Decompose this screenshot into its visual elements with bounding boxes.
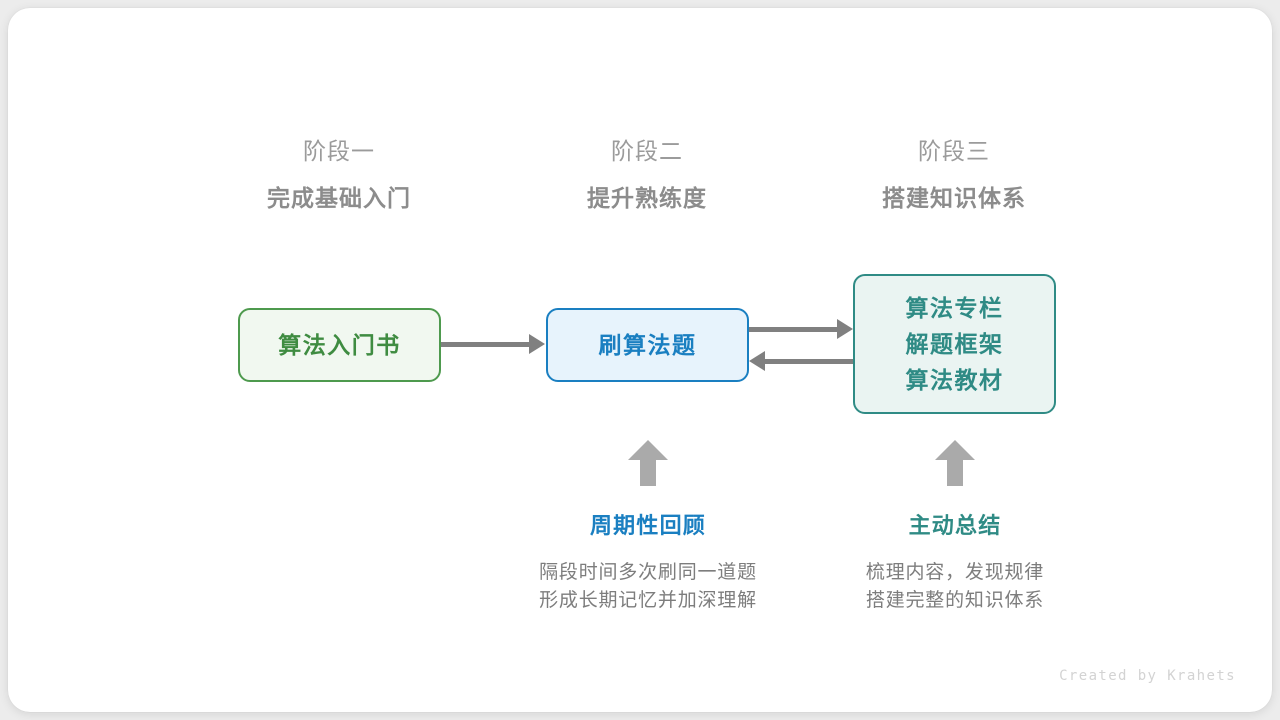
arrow-practice-to-knowledge-shaft bbox=[749, 327, 837, 332]
note-body-line-1: 隔段时间多次刷同一道题 bbox=[539, 562, 757, 583]
note-active-summary: 主动总结 梳理内容，发现规律 搭建完整的知识体系 bbox=[805, 511, 1105, 615]
node-label: 算法入门书 bbox=[278, 332, 401, 358]
node-label-line-2: 解题框架 bbox=[905, 331, 1004, 357]
node-practice-problems[interactable]: 刷算法题 bbox=[546, 308, 749, 382]
stage-number-1: 阶段一 bbox=[303, 138, 375, 164]
up-arrow-icon-summary bbox=[935, 440, 975, 486]
arrow-book-to-practice-head bbox=[529, 334, 545, 354]
up-arrow-icon-review bbox=[628, 440, 668, 486]
note-title: 周期性回顾 bbox=[589, 513, 706, 538]
note-periodic-review: 周期性回顾 隔段时间多次刷同一道题 形成长期记忆并加深理解 bbox=[498, 511, 798, 615]
node-label-line-1: 算法专栏 bbox=[905, 295, 1004, 321]
arrow-practice-to-knowledge-head bbox=[837, 319, 853, 339]
node-knowledge-resources[interactable]: 算法专栏 解题框架 算法教材 bbox=[853, 274, 1056, 414]
credit-text: Created by Krahets bbox=[1059, 668, 1236, 684]
node-algorithm-intro-book[interactable]: 算法入门书 bbox=[238, 308, 441, 382]
note-body: 隔段时间多次刷同一道题 形成长期记忆并加深理解 bbox=[498, 559, 798, 615]
node-label-line-3: 算法教材 bbox=[905, 367, 1004, 393]
note-body-line-2: 形成长期记忆并加深理解 bbox=[539, 590, 757, 611]
diagram-card: 阶段一 完成基础入门 阶段二 提升熟练度 阶段三 搭建知识体系 算法入门书 刷算… bbox=[8, 8, 1272, 712]
stage-number-2: 阶段二 bbox=[611, 138, 683, 164]
stage-header-1: 阶段一 完成基础入门 bbox=[209, 136, 469, 213]
arrow-knowledge-to-practice-shaft bbox=[765, 359, 853, 364]
stage-number-3: 阶段三 bbox=[918, 138, 990, 164]
note-body-line-2: 搭建完整的知识体系 bbox=[865, 590, 1045, 611]
stage-title-2: 提升熟练度 bbox=[587, 185, 707, 211]
stage-title-1: 完成基础入门 bbox=[267, 185, 411, 211]
arrow-knowledge-to-practice-head bbox=[749, 351, 765, 371]
stage-title-3: 搭建知识体系 bbox=[882, 185, 1026, 211]
node-label: 刷算法题 bbox=[598, 332, 697, 358]
stage-header-2: 阶段二 提升熟练度 bbox=[517, 136, 777, 213]
stage-header-3: 阶段三 搭建知识体系 bbox=[824, 136, 1084, 213]
note-title: 主动总结 bbox=[908, 513, 1002, 538]
arrow-book-to-practice-shaft bbox=[441, 342, 529, 347]
note-body-line-1: 梳理内容，发现规律 bbox=[865, 562, 1045, 583]
note-body: 梳理内容，发现规律 搭建完整的知识体系 bbox=[805, 559, 1105, 615]
